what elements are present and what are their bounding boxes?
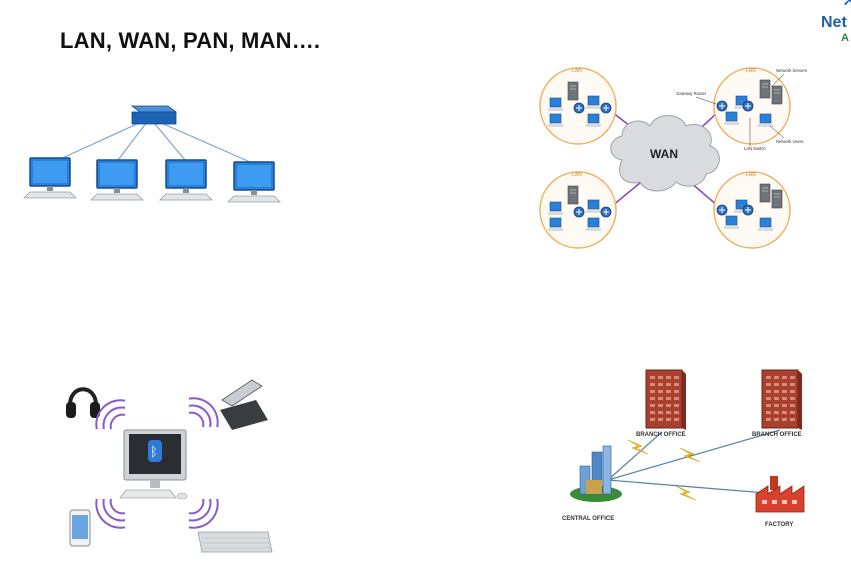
- gateway-router-label: Gateway Router: [676, 91, 707, 96]
- wireless-bolt-icon: [675, 485, 697, 501]
- lan-computer-icon: [23, 157, 77, 199]
- central-office-icon: [570, 445, 622, 502]
- factory-label: FACTORY: [765, 522, 793, 528]
- logo-text-line2: A: [841, 32, 849, 44]
- brand-logo: ➚ Net A: [815, 0, 851, 50]
- smartphone-icon: [69, 509, 91, 547]
- logo-arrow-icon: ➚: [843, 0, 851, 8]
- central-office-label: CENTRAL OFFICE: [562, 516, 614, 522]
- headphones-icon: [66, 387, 100, 418]
- man-links: [607, 429, 781, 495]
- lan-computer-icon: [90, 159, 144, 201]
- wan-cloud-label: WAN: [650, 147, 678, 161]
- lan-switch-icon: [130, 105, 178, 125]
- pan-diagram: ᛒ: [66, 379, 273, 553]
- slide-title: LAN, WAN, PAN, MAN….: [60, 28, 321, 53]
- wan-diagram: LAN LAN LAN LAN WAN Gateway Router Netwo…: [539, 67, 807, 249]
- lan-links: [57, 117, 251, 163]
- network-servers-label: Network Servers: [776, 68, 807, 73]
- svg-text:ᛒ: ᛒ: [150, 445, 158, 460]
- man-diagram: BRANCH OFFICE BRANCH OFFICE CENTRAL OFFI…: [562, 369, 805, 528]
- wan-cloud-icon: WAN: [610, 115, 720, 192]
- keyboard-icon: [197, 531, 273, 553]
- branch-office-building-icon: [761, 369, 803, 431]
- lan-label: LAN: [572, 172, 582, 178]
- logo-text-line1: Net: [821, 14, 847, 31]
- branch-office-building-icon: [645, 369, 687, 431]
- lan-label: LAN: [746, 68, 756, 74]
- lan-switch-label: LAN Switch: [744, 146, 766, 151]
- lan-computer-icon: [159, 159, 213, 201]
- branch-office-label: BRANCH OFFICE: [636, 432, 686, 438]
- lan-computer-icon: [227, 161, 281, 203]
- lan-diagram: [23, 105, 281, 203]
- scanner-icon: [220, 379, 268, 430]
- desktop-computer-icon: ᛒ: [119, 429, 188, 500]
- factory-icon: [755, 476, 805, 513]
- lan-label: LAN: [572, 68, 582, 74]
- network-users-label: Network Users: [776, 139, 803, 144]
- wireless-bolt-icon: [679, 447, 701, 463]
- lan-label: LAN: [746, 172, 756, 178]
- branch-office-label: BRANCH OFFICE: [752, 432, 802, 438]
